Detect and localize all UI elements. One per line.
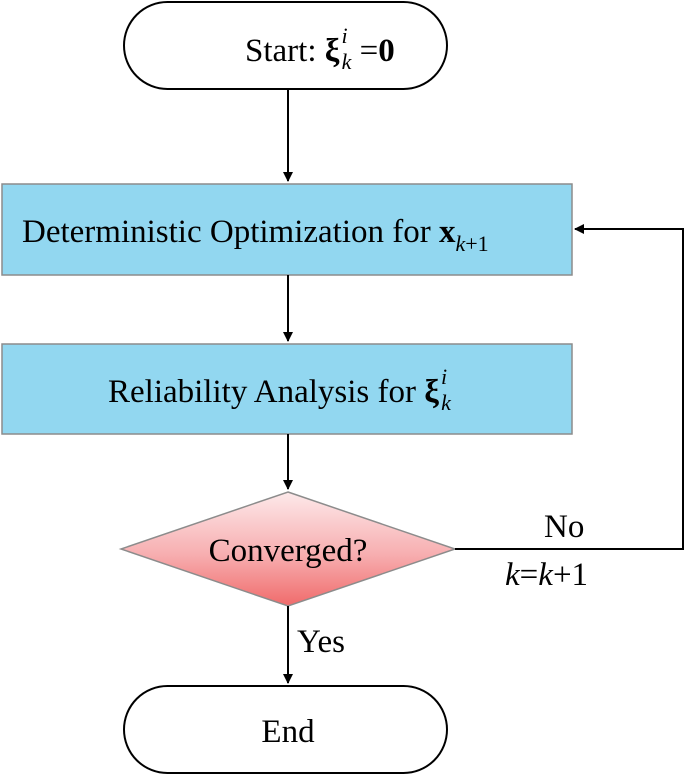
k-update-k1: k [505, 557, 521, 593]
k-update-k2: k [538, 557, 554, 593]
end-label: End [261, 714, 315, 750]
start-terminal-shape [123, 1, 448, 90]
start-value: 0 [378, 33, 395, 69]
optimization-subscript-plus-one: +1 [465, 231, 488, 256]
decision-label: Converged? [209, 533, 368, 569]
optimization-process-box [1, 183, 573, 276]
decision-node: Converged? [118, 491, 458, 607]
k-update-plus-one: +1 [553, 557, 588, 593]
optimization-node: Deterministic Optimization for xk+1 [1, 183, 573, 276]
no-label: No [544, 509, 584, 545]
reliability-text: Reliability Analysis for [108, 374, 424, 410]
start-equals: = [351, 33, 378, 69]
start-prefix: Start: [245, 33, 325, 69]
optimization-text: Deterministic Optimization for [22, 214, 439, 250]
k-update-equals: = [520, 557, 539, 593]
arrow-no-loop-back [455, 224, 684, 550]
reliability-xi-superscript: i [441, 364, 447, 389]
yes-label: Yes [297, 624, 345, 660]
reliability-xi-subscript: k [441, 390, 452, 415]
end-node: End [123, 685, 448, 774]
optimization-subscript-k: k [455, 231, 466, 256]
reliability-process-box [1, 343, 573, 435]
optimization-x-symbol: x [439, 214, 456, 250]
start-xi-symbol: ξ [325, 33, 340, 69]
start-xi-subscript: k [342, 49, 353, 74]
reliability-xi-symbol: ξ [424, 374, 439, 410]
k-update-label: k=k+1 [505, 557, 588, 593]
start-xi-superscript: i [341, 23, 347, 48]
end-terminal-shape [123, 685, 448, 774]
optimization-label: Deterministic Optimization for xk+1 [22, 214, 489, 256]
